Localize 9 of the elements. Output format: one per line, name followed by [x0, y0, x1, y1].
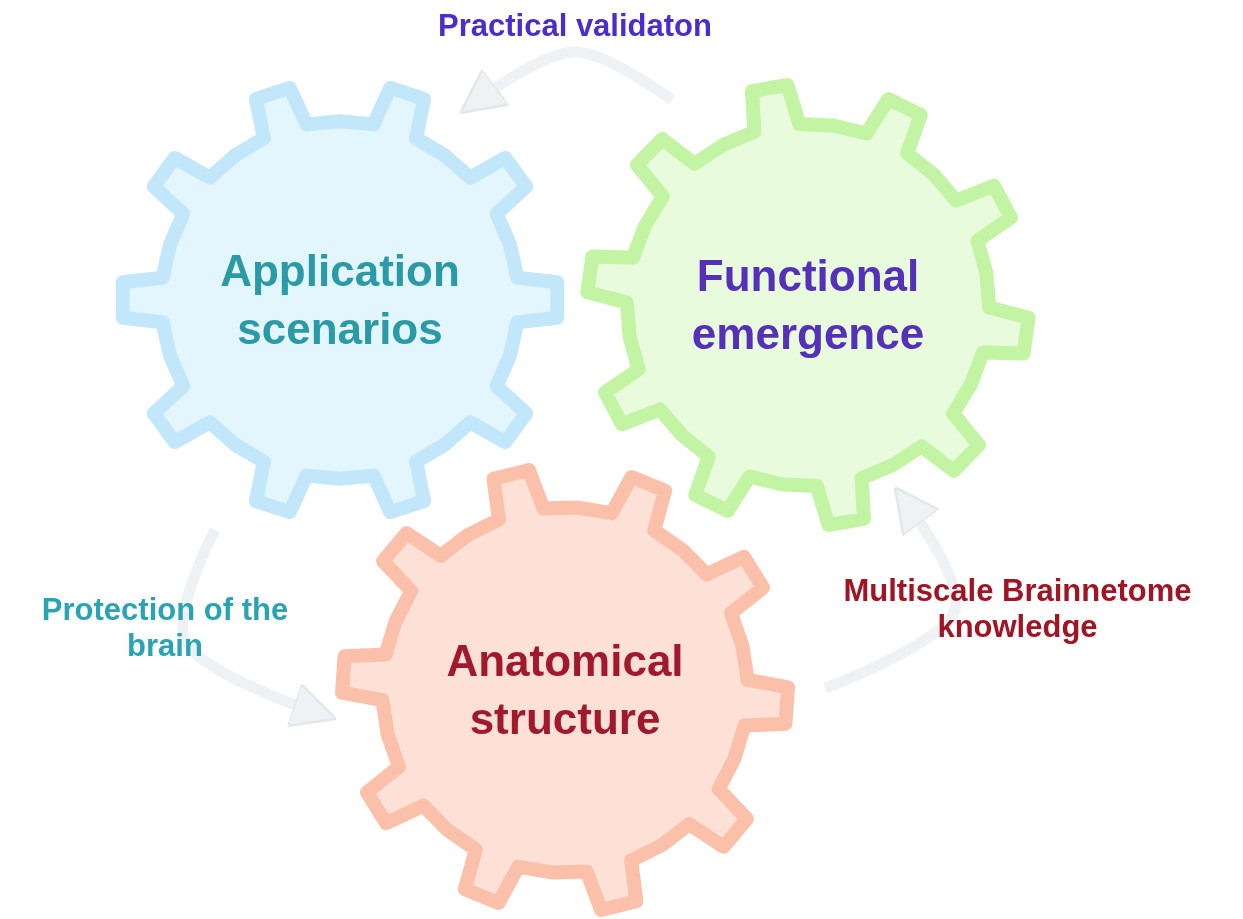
gear-label: Anatomical structure: [445, 635, 685, 745]
curved-arrow: [823, 485, 962, 694]
curved-arrow: [177, 527, 338, 728]
gear-label: Functional emergence: [690, 250, 926, 360]
gear-label: Application scenarios: [219, 245, 461, 355]
curved-arrow: [458, 46, 676, 115]
edge-label: Multiscale Brainnetome knowledge: [842, 573, 1193, 645]
edge-label: Protection of the brain: [40, 592, 290, 664]
edge-label: Practical validaton: [437, 8, 713, 44]
